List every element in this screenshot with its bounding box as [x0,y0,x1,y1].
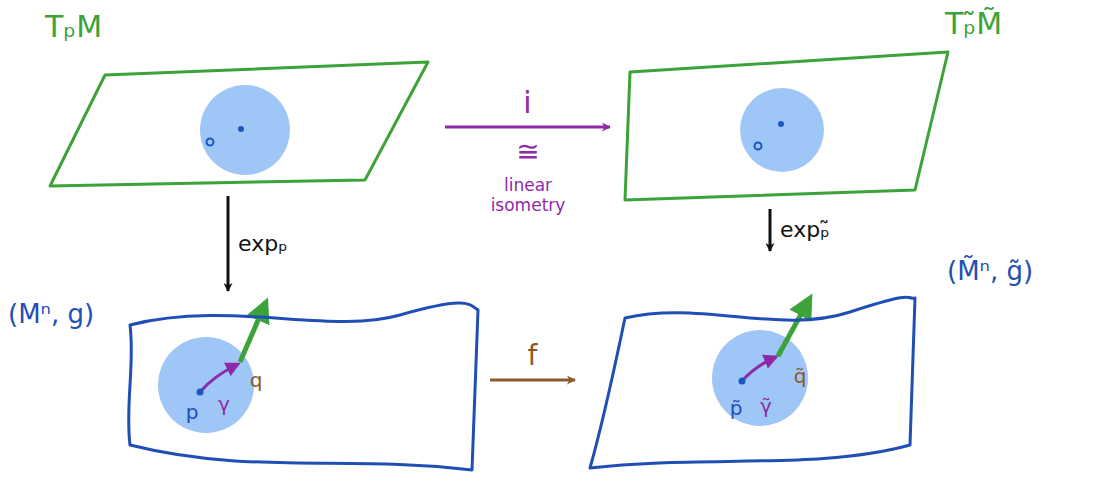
map-description: linear isometry [482,176,574,215]
manifold-surface: (M̃ⁿ, g̃) [585,255,1090,475]
outline-path [50,62,428,186]
ball-disk [200,85,290,175]
space-label: TₚM [45,10,102,45]
outline-path [625,52,948,200]
vector-dot [778,121,784,127]
geodesic-curve [742,357,776,381]
manifold-surface: (Mⁿ, g) [5,295,480,475]
space-label: Tₚ̃M̃ [945,7,1002,42]
point-label: p [186,401,199,424]
exp-map-arrow [227,196,230,291]
map-arrow [490,379,575,382]
point-label: q̃ [794,365,807,388]
origin-ring [207,139,214,146]
point-label: p̃ [730,397,743,420]
curve-label: γ̃ [760,395,772,418]
tangent-vector [240,302,266,362]
point-label: q [250,369,263,392]
curve-label: γ [218,393,230,416]
map-name: f [528,340,538,372]
outline-path [590,297,915,468]
geodesic-curve [200,364,238,392]
exp-map-arrow [769,209,772,251]
normal-ball [712,330,808,426]
isometry-arrow [445,126,610,129]
tangent-vector [778,298,810,356]
space-label: (M̃ⁿ, g̃) [947,257,1033,287]
ball-disk [740,88,824,172]
point-dot [197,389,204,396]
vector-dot [238,126,244,132]
tangent-plane: Tₚ̃M̃ [620,5,1050,205]
map-name: expₚ̃ [780,217,830,242]
point-dot [739,378,746,385]
map-name: expₚ [238,231,288,256]
manifold-surface-outline [585,255,1090,475]
isomorphism-symbol: ≅ [516,136,539,168]
tangent-plane: TₚM [40,8,435,192]
origin-ring [755,143,762,150]
map-name: i [523,86,531,121]
normal-ball [158,337,254,433]
outline-path [129,303,478,470]
space-label: (Mⁿ, g) [8,300,94,330]
